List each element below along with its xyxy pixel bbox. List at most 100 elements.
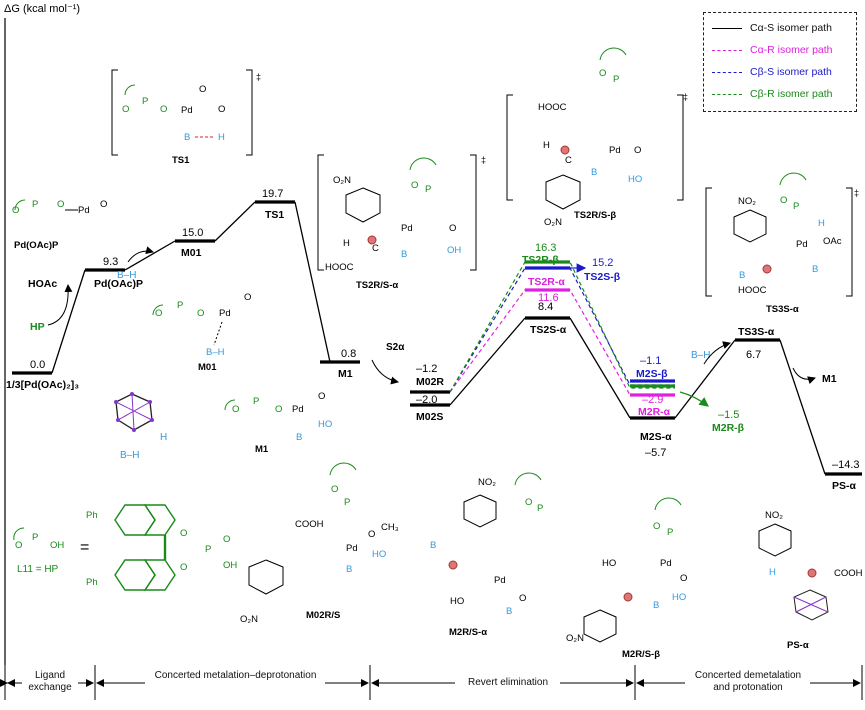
svg-text:Ph: Ph: [86, 510, 98, 521]
legend-swatch: [712, 50, 742, 51]
svg-text:O: O: [318, 391, 325, 402]
bh-text: B–H: [117, 270, 136, 281]
svg-text:NO₂: NO₂: [738, 196, 756, 207]
cage-label: B–H: [120, 450, 139, 461]
bh-annotation: B–H: [117, 246, 154, 281]
svg-text:TS2R/S-α: TS2R/S-α: [356, 280, 398, 291]
svg-text:B: B: [591, 167, 597, 178]
svg-text:HO: HO: [450, 596, 464, 607]
svg-text:O: O: [680, 573, 687, 584]
legend: Cα-S isomer path Cα-R isomer path Cβ-S i…: [703, 12, 857, 112]
svg-text:O: O: [519, 593, 526, 604]
svg-text:Pd: Pd: [609, 145, 621, 156]
struct-m1: OP O Pd O HO B M1: [224, 391, 332, 455]
svg-text:O: O: [780, 195, 787, 206]
svg-text:OH: OH: [447, 245, 461, 256]
svg-text:O: O: [199, 84, 206, 95]
svg-text:H: H: [160, 432, 167, 443]
svg-text:O: O: [368, 529, 375, 540]
svg-text:O: O: [122, 104, 129, 115]
svg-text:O: O: [244, 292, 251, 303]
svg-text:H: H: [818, 218, 825, 229]
svg-text:TS2R/S-β: TS2R/S-β: [574, 210, 616, 221]
legend-item-ca-r: Cα-R isomer path: [712, 41, 852, 59]
value-ts3s: 6.7: [746, 349, 761, 361]
svg-text:CH₃: CH₃: [381, 522, 399, 533]
svg-text:O: O: [599, 68, 606, 79]
legend-label: Cβ-R isomer path: [750, 88, 833, 100]
value-start: 0.0: [30, 359, 45, 371]
hoac-arrow: [47, 284, 73, 326]
svg-text:‡: ‡: [854, 188, 859, 198]
svg-text:Pd: Pd: [346, 543, 358, 554]
svg-text:P: P: [32, 532, 38, 543]
m1-out-text: M1: [822, 373, 837, 385]
svg-text:H: H: [218, 132, 225, 143]
svg-text:O: O: [15, 540, 22, 551]
svg-text:B: B: [739, 270, 745, 281]
svg-text:HOOC: HOOC: [738, 285, 767, 296]
m1-out-annotation: M1: [792, 367, 837, 385]
svg-text:HOOC: HOOC: [538, 102, 567, 113]
svg-text:B: B: [506, 606, 512, 617]
label-m2s-a: M2S-α: [640, 431, 672, 443]
svg-text:O: O: [155, 308, 162, 319]
svg-text:B: B: [812, 264, 818, 275]
svg-text:O₂N: O₂N: [240, 614, 258, 625]
svg-text:HO: HO: [318, 419, 332, 430]
svg-text:P: P: [344, 497, 350, 508]
value-m02s: –2.0: [416, 394, 437, 406]
value-m2r-b: –1.5: [718, 409, 739, 421]
svg-text:‡: ‡: [256, 72, 261, 82]
svg-text:O: O: [180, 528, 187, 539]
label-m2r-a: M2R-α: [638, 406, 671, 418]
svg-text:B: B: [653, 600, 659, 611]
svg-text:C: C: [565, 155, 572, 166]
label-pdoacp: Pd(OAc)P: [94, 278, 143, 290]
svg-text:O: O: [100, 199, 107, 210]
svg-text:B: B: [296, 432, 302, 443]
value-pdoacp: 9.3: [103, 256, 118, 268]
carborane-cage-icon: H B–H: [114, 392, 167, 461]
path-cb-r: [449, 261, 675, 393]
svg-text:O: O: [12, 205, 19, 216]
svg-text:M2R/S-α: M2R/S-α: [449, 627, 487, 638]
m1-out-arrow: [792, 367, 816, 385]
bh-in-arrow: [703, 341, 731, 365]
svg-text:OH: OH: [223, 560, 237, 571]
svg-text:HO: HO: [628, 174, 642, 185]
svg-text:O: O: [223, 534, 230, 545]
s2a-arrow: [371, 359, 399, 385]
svg-text:O₂N: O₂N: [333, 175, 351, 186]
svg-text:TS1: TS1: [172, 155, 190, 166]
svg-text:M2R/S-β: M2R/S-β: [622, 649, 660, 660]
label-ts2r-b: TS2R-β: [522, 254, 559, 266]
svg-text:=: =: [80, 539, 89, 556]
svg-text:B–H: B–H: [206, 347, 225, 358]
hoac-hp-annotation: HOAc HP: [28, 278, 73, 333]
label-m1: M1: [338, 368, 353, 380]
svg-text:P: P: [667, 527, 673, 538]
svg-text:B: B: [184, 132, 190, 143]
black-levels: [12, 200, 862, 476]
value-ts1: 19.7: [262, 188, 283, 200]
svg-text:B: B: [346, 564, 352, 575]
bh-in-text: B–H: [691, 350, 710, 361]
svg-text:PS-α: PS-α: [787, 640, 809, 651]
legend-swatch: [712, 28, 742, 29]
svg-text:P: P: [142, 96, 148, 107]
svg-text:O: O: [634, 145, 641, 156]
svg-text:Pd: Pd: [660, 558, 672, 569]
s2a-text: S2α: [386, 342, 405, 353]
svg-text:P: P: [177, 300, 183, 311]
label-m02s: M02S: [416, 411, 443, 423]
svg-text:O: O: [411, 180, 418, 191]
svg-text:Pd(OAc)P: Pd(OAc)P: [14, 240, 59, 251]
svg-text:P: P: [32, 199, 38, 210]
legend-swatch: [712, 72, 742, 73]
struct-l11: OP OH L11 = HP = Ph Ph OO P OOH: [13, 504, 237, 591]
label-ps: PS-α: [832, 480, 857, 492]
label-ts2s: TS2S-α: [530, 324, 567, 336]
